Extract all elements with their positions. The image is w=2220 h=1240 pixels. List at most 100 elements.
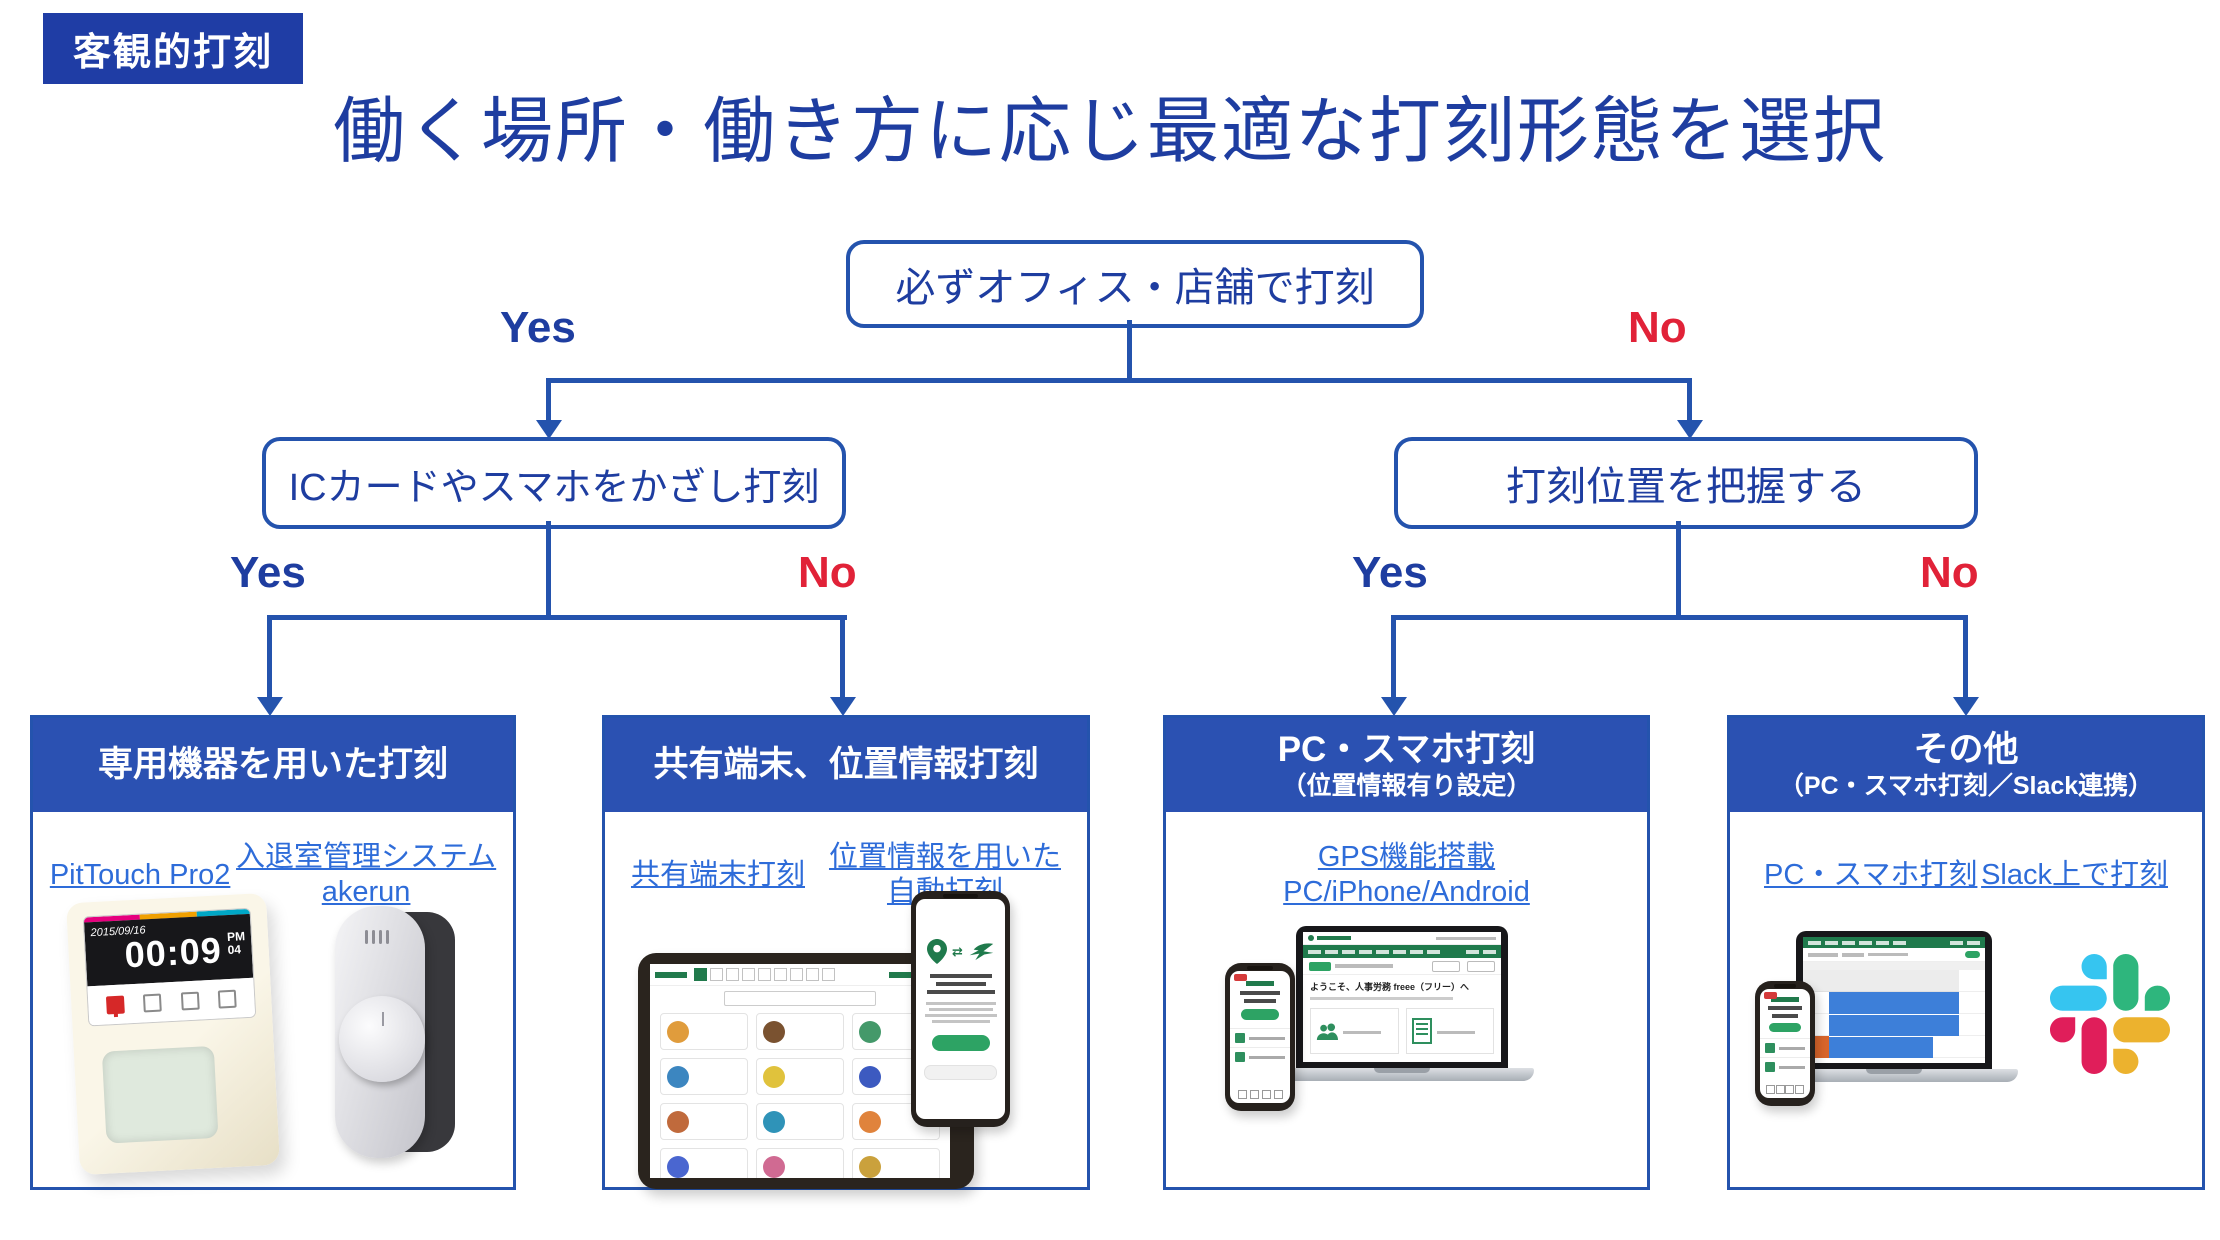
clock-buttons-row — [87, 977, 256, 1026]
laptop-image: ようこそ、人事労務 freee（フリー）へ — [1270, 926, 1534, 1081]
phone-screen: ⇄ — [916, 899, 1005, 1119]
link-gps-pc-iphone-android[interactable]: GPS機能搭載 PC/iPhone/Android — [1283, 841, 1530, 908]
branch-label-yes: Yes — [230, 548, 306, 597]
laptop-screen: ようこそ、人事労務 freee（フリー）へ — [1296, 926, 1508, 1068]
location-logo-row: ⇄ — [916, 939, 1005, 964]
connector-line — [1391, 615, 1968, 620]
card-other: その他 （PC・スマホ打刻／Slack連携） PC・スマホ打刻 Slack上で打… — [1727, 715, 2205, 1190]
people-icon — [1316, 1022, 1338, 1040]
tablet-member-row — [756, 1058, 844, 1095]
smartphone-image — [1755, 981, 1815, 1106]
card-pc-smartphone-gps: PC・スマホ打刻 （位置情報有り設定） GPS機能搭載 PC/iPhone/An… — [1163, 715, 1650, 1190]
freee-logo-icon — [1246, 981, 1274, 986]
tab — [790, 968, 803, 981]
connector-line — [546, 378, 1692, 383]
avatar — [667, 1155, 689, 1178]
laptop-base — [1270, 1068, 1534, 1081]
freee-logo-icon — [1308, 935, 1314, 941]
card-title: 共有端末、位置情報打刻 — [653, 745, 1039, 784]
punch-icon — [143, 993, 163, 1012]
tab — [774, 968, 787, 981]
calendar-icon — [1235, 1033, 1245, 1043]
connector-line — [267, 615, 272, 698]
tab — [742, 968, 755, 981]
arrow-down-icon — [1677, 420, 1703, 439]
arrow-down-icon — [830, 697, 856, 716]
phone-screen — [1760, 989, 1810, 1098]
tablet-member-row — [756, 1013, 844, 1050]
subtext-bar — [1310, 997, 1453, 1000]
dashboard-panels — [1303, 1003, 1501, 1059]
clock-seconds: 04 — [227, 942, 242, 958]
notice-row — [1303, 958, 1501, 975]
tab — [726, 968, 739, 981]
avatar — [859, 1110, 881, 1133]
toggle-mock — [1965, 951, 1980, 958]
payslip-panel — [1405, 1008, 1494, 1054]
card-shared-terminal: 共有端末、位置情報打刻 共有端末打刻 位置情報を用いた 自動打刻 — [602, 715, 1090, 1190]
arrow-down-icon — [536, 420, 562, 439]
branch-label-no: No — [1628, 303, 1687, 352]
bottom-nav-icons — [1760, 1085, 1810, 1094]
link-shared-terminal[interactable]: 共有端末打刻 — [630, 858, 805, 891]
avatar — [667, 1065, 689, 1088]
link-pittouch-pro2[interactable]: PitTouch Pro2 — [49, 858, 231, 891]
tab — [710, 968, 723, 981]
avatar — [763, 1110, 785, 1133]
connector-line — [840, 615, 845, 698]
status-badge — [1234, 974, 1247, 981]
avatar — [859, 1155, 881, 1178]
tablet-screen — [650, 964, 950, 1178]
avatar — [859, 1020, 881, 1043]
page-title: 働く場所・働き方に応じ最適な打刻形態を選択 — [332, 92, 1887, 172]
link-slack-punch[interactable]: Slack上で打刻 — [1981, 858, 2168, 891]
card-header: その他 （PC・スマホ打刻／Slack連携） — [1730, 718, 2202, 812]
avatar — [667, 1020, 689, 1043]
clock-ampm: PM 04 — [227, 929, 246, 958]
status-badge — [1764, 992, 1777, 999]
document-icon — [1411, 1018, 1432, 1044]
laptop-calendar-image — [1770, 931, 2018, 1082]
welcome-heading: ようこそ、人事労務 freee（フリー）へ — [1310, 982, 1470, 992]
calendar-icon — [1765, 1043, 1775, 1053]
connector-line — [546, 378, 551, 422]
map-pin-icon — [927, 939, 948, 964]
avatar — [859, 1065, 881, 1088]
link-akerun[interactable]: 入退室管理システム akerun — [236, 841, 497, 908]
card-header: PC・スマホ打刻 （位置情報有り設定） — [1166, 718, 1647, 812]
ic-card-pad — [101, 1045, 219, 1144]
tablet-member-row — [852, 1148, 940, 1178]
small-text-lines — [916, 1002, 1005, 1023]
pittouch-device-image: 2015/09/16 00:09 PM 04 — [66, 892, 280, 1176]
link-pc-smartphone-punch[interactable]: PC・スマホ打刻 — [1764, 858, 1978, 891]
connector-line — [546, 521, 551, 619]
tab — [822, 968, 835, 981]
tab — [806, 968, 819, 981]
connector-line — [1963, 615, 1968, 698]
freee-bird-icon — [969, 942, 994, 960]
card-subtitle: （位置情報有り設定） — [1281, 772, 1532, 800]
connector-line — [1127, 320, 1132, 382]
avatar — [763, 1065, 785, 1088]
avatar — [667, 1110, 689, 1133]
pittouch-screen: 2015/09/16 00:09 PM 04 — [82, 907, 257, 1027]
location-phone-image: ⇄ — [911, 891, 1010, 1127]
tablet-member-row — [756, 1103, 844, 1140]
clock-time: 00:09 — [123, 929, 223, 976]
card-header: 専用機器を用いた打刻 — [33, 718, 513, 812]
browser-header — [1303, 932, 1501, 945]
green-navbar — [1303, 945, 1501, 958]
calendar-icon — [1235, 1052, 1245, 1062]
avatar — [763, 1155, 785, 1178]
swap-arrows-icon: ⇄ — [952, 943, 963, 959]
tablet-member-row — [660, 1103, 748, 1140]
tablet-member-row — [660, 1058, 748, 1095]
decision-node-ic-card: ICカードやスマホをかざし打刻 — [262, 437, 846, 529]
punch-button-mock — [1241, 1009, 1279, 1020]
tablet-member-row — [660, 1013, 748, 1050]
menu-rows — [1230, 1028, 1290, 1066]
tab — [758, 968, 771, 981]
tablet-member-row — [756, 1148, 844, 1178]
card-title: その他 — [1913, 730, 2019, 769]
branch-label-no: No — [798, 548, 857, 597]
